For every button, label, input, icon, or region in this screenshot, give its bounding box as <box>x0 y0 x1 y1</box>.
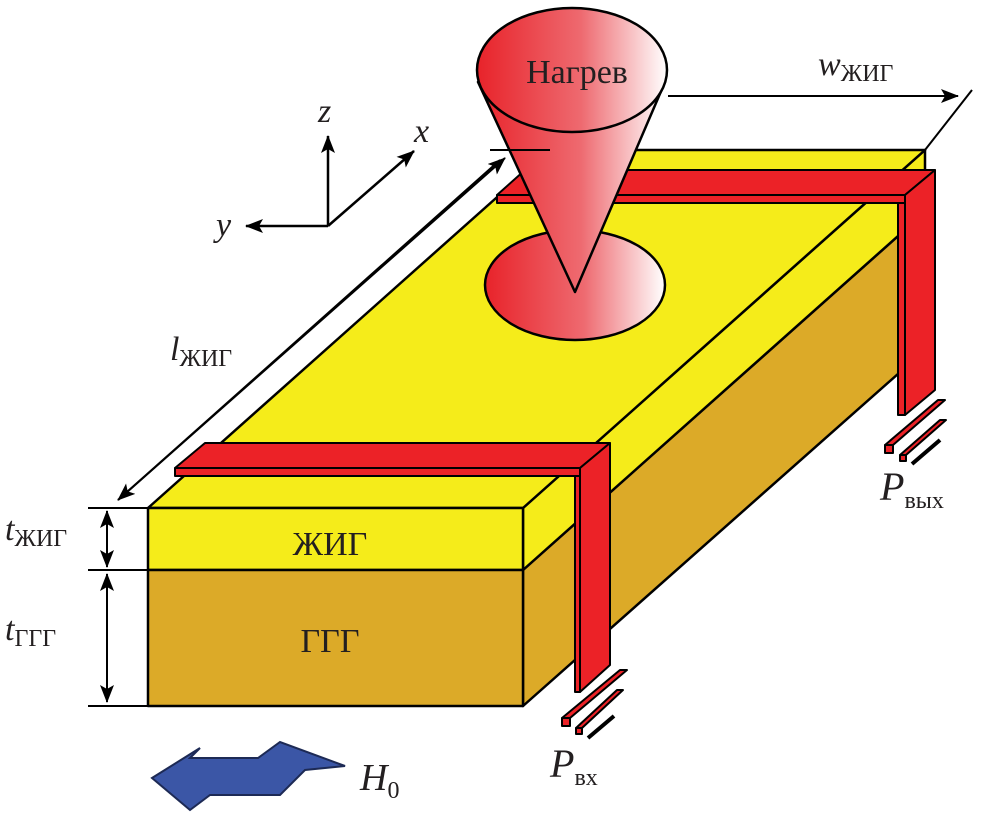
w-label: wЖИГ <box>818 46 894 87</box>
h0-field-arrow <box>150 740 346 812</box>
axis-x-label: x <box>413 113 429 150</box>
h0-label: H0 <box>359 757 399 804</box>
ggg-layer-label: ГГГ <box>301 623 360 660</box>
t-ggg-label: tГГГ <box>5 611 56 652</box>
axis-y-label: y <box>213 207 232 244</box>
coordinate-axes <box>245 135 415 233</box>
p-in-label: Pвх <box>549 741 598 791</box>
w-extension-line <box>924 89 973 151</box>
l-label: lЖИГ <box>170 331 232 372</box>
yig-layer-label: ЖИГ <box>293 526 368 563</box>
p-out-label: Pвых <box>879 464 944 514</box>
axis-z-label: z <box>317 93 331 130</box>
heating-label: Нагрев <box>526 54 628 91</box>
t-yig-label: tЖИГ <box>5 511 67 552</box>
l-dimension-arrow-back <box>117 157 506 501</box>
heating-cone <box>475 6 669 294</box>
input-transducer <box>174 442 628 740</box>
ggg-front-face <box>146 568 525 708</box>
